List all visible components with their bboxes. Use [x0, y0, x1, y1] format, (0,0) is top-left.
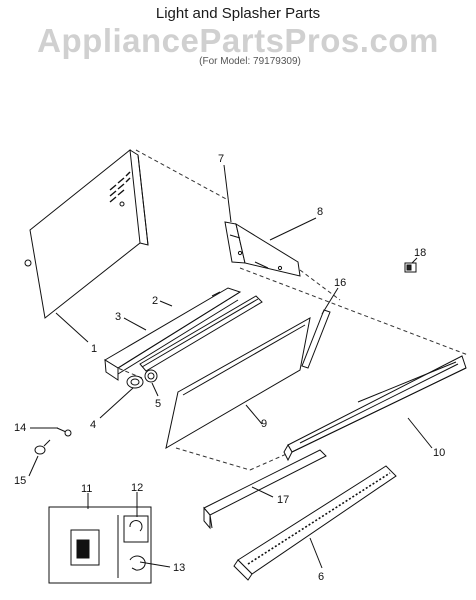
callout-label-12: 12: [131, 482, 143, 494]
switch-plate: [123, 515, 149, 543]
fluorescent-tube: [139, 295, 263, 372]
back-panel: [24, 149, 149, 319]
assembly-guide-lines: [107, 149, 469, 471]
watermark: AppliancePartsPros.com: [37, 22, 439, 59]
diagram-title: Light and Splasher Parts: [155, 5, 321, 22]
lamp-holder: [126, 375, 144, 389]
callout-label-2: 2: [152, 295, 158, 307]
glass-lens: [165, 317, 311, 450]
front-trim: [233, 465, 397, 581]
callout-label-14: 14: [14, 422, 26, 434]
callout-label-18: 18: [414, 247, 426, 259]
vent-slots: [109, 171, 131, 203]
lower-channel: [203, 449, 327, 530]
callout-label-11: 11: [81, 483, 92, 495]
callout-label-1: 1: [91, 343, 97, 355]
callout-label-9: 9: [261, 418, 267, 430]
callout-label-3: 3: [115, 311, 121, 323]
callout-label-10: 10: [433, 447, 445, 459]
model-subtitle: (For Model: 79179309): [199, 56, 301, 67]
mounting-bracket: [224, 221, 301, 277]
callout-label-5: 5: [155, 398, 161, 410]
switch-box: [48, 506, 152, 584]
callout-label-8: 8: [317, 206, 323, 218]
small-clip: [404, 262, 417, 273]
callout-label-16: 16: [334, 277, 346, 289]
callout-label-13: 13: [173, 562, 185, 574]
callout-leaders: [28, 164, 433, 569]
socket-ring: [144, 369, 158, 383]
callout-label-7: 7: [218, 153, 224, 165]
mounting-screw: [56, 427, 72, 437]
callout-label-15: 15: [14, 475, 26, 487]
spring-clip: [129, 555, 146, 571]
splasher-shelf: [283, 355, 467, 462]
support-rod: [301, 309, 331, 369]
callout-label-17: 17: [277, 494, 289, 506]
wire-connector: [34, 439, 51, 455]
light-channel: [104, 287, 242, 381]
callout-label-6: 6: [318, 571, 324, 583]
callout-label-4: 4: [90, 419, 96, 431]
